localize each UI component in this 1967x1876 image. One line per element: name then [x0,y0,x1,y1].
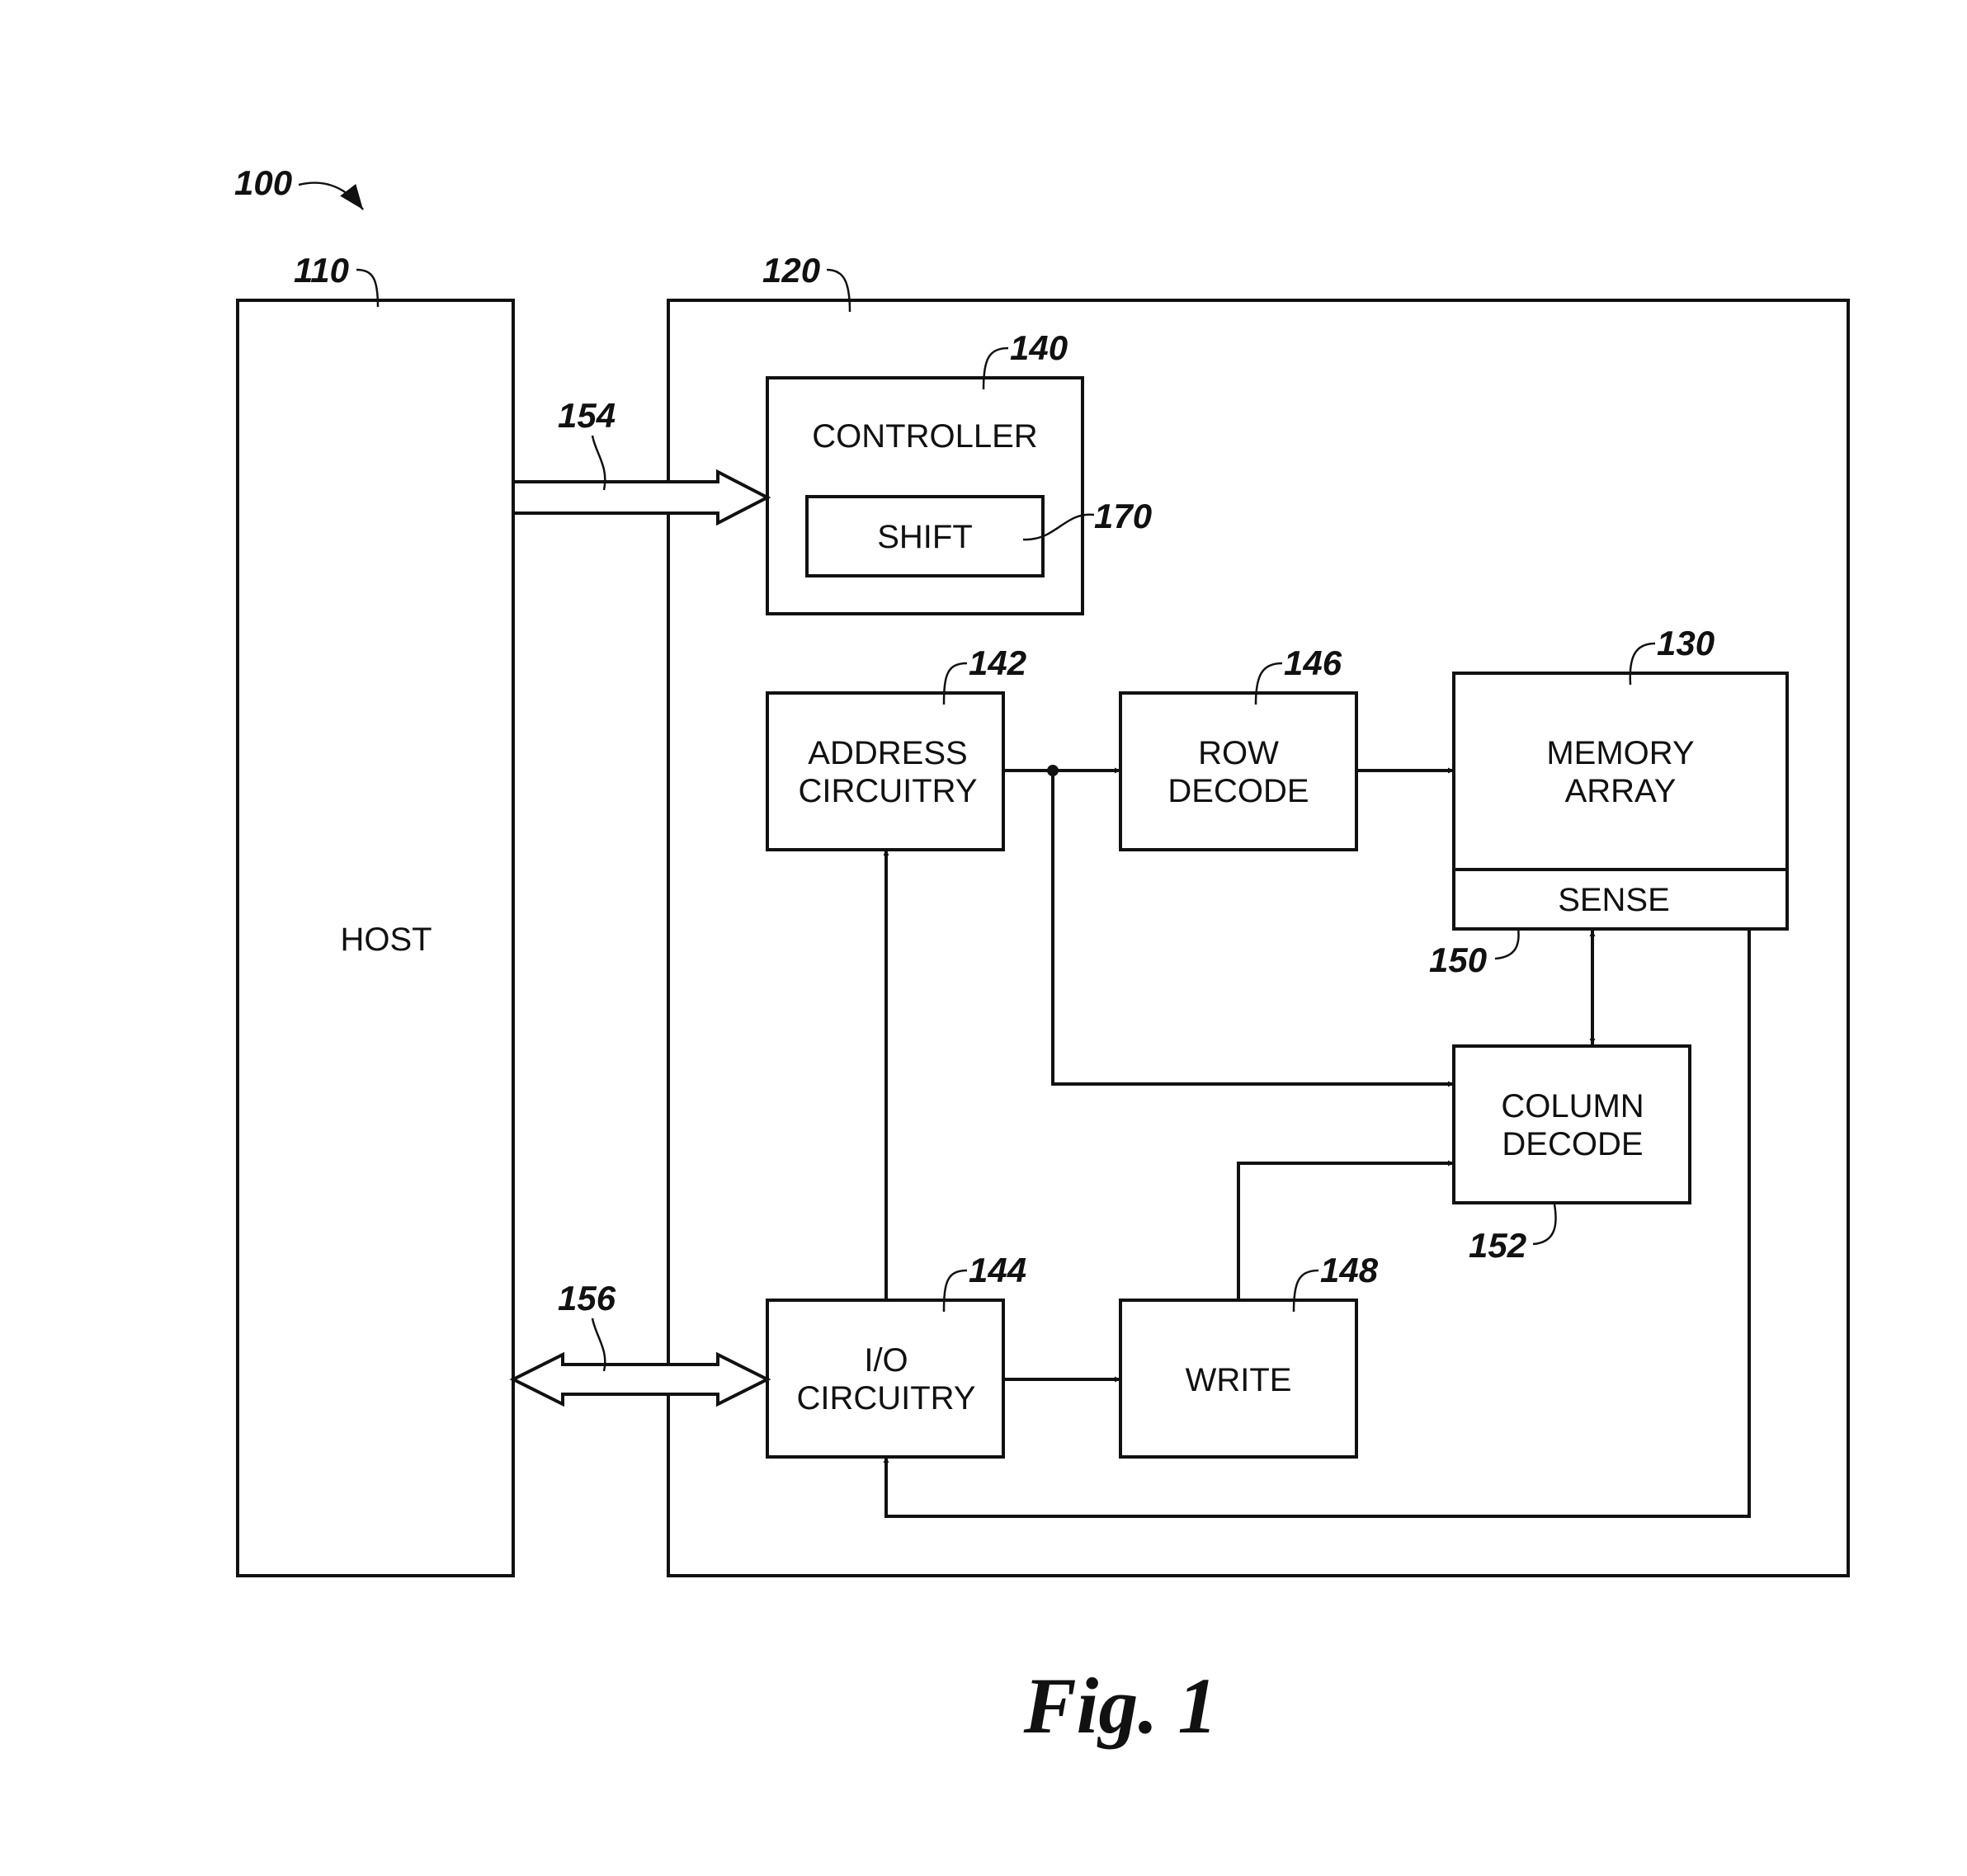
ref-152: 152 [1469,1226,1526,1265]
ref-144-leader [944,1270,967,1312]
address-label-line2: CIRCUITRY [798,773,977,809]
address-to-column-line [1053,771,1454,1084]
sense-label: SENSE [1558,882,1670,918]
host-label: HOST [340,922,432,958]
ref-170: 170 [1094,497,1152,535]
memory-label-line1: MEMORY [1546,735,1694,771]
ref-148-leader [1294,1270,1318,1312]
row-decode-box [1120,693,1356,850]
ref-142-leader [944,663,967,705]
column-decode-block: COLUMN DECODE 152 [1454,1046,1690,1265]
figure-label: Fig. 1 [1023,1662,1218,1750]
address-circuitry-box [767,693,1003,850]
column-decode-box [1454,1046,1690,1203]
control-bus-arrow [513,472,767,523]
ref-110: 110 [294,251,349,290]
ref-100-arrow [299,183,363,210]
memory-label-line2: ARRAY [1565,773,1677,809]
ref-152-leader [1533,1204,1556,1244]
controller-block: CONTROLLER SHIFT 140 170 [767,328,1152,614]
io-circuitry-block: I/O CIRCUITRY 144 [767,1251,1026,1457]
write-block: WRITE 148 [1120,1251,1379,1457]
ref-148: 148 [1320,1251,1379,1289]
ref-142: 142 [969,643,1026,682]
row-label-line2: DECODE [1167,773,1309,809]
system-reference: 100 [234,163,363,210]
data-bus-arrow [513,1355,767,1404]
control-bus-154: 154 [513,396,767,523]
ref-150: 150 [1429,940,1487,979]
write-label: WRITE [1186,1362,1292,1398]
ref-156: 156 [558,1279,616,1317]
ref-150-leader [1495,927,1519,959]
controller-label: CONTROLLER [812,418,1037,455]
ref-140-leader [984,348,1008,389]
io-circuitry-box [767,1300,1003,1457]
io-label-line2: CIRCUITRY [796,1380,975,1416]
column-label-line2: DECODE [1502,1126,1643,1162]
ref-154: 154 [558,396,616,435]
ref-120: 120 [762,251,820,290]
sense-to-io-line [886,929,1749,1516]
memory-array-block: MEMORY ARRAY SENSE 130 150 [1429,624,1787,979]
ref-120-leader [827,270,850,312]
row-label-line1: ROW [1198,735,1279,771]
address-label-line1: ADDRESS [808,735,967,771]
address-circuitry-block: ADDRESS CIRCUITRY 142 [767,643,1026,850]
ref-140: 140 [1010,328,1068,367]
data-bus-156: 156 [513,1279,767,1404]
ref-130-leader [1630,643,1655,685]
ref-146: 146 [1284,643,1342,682]
ref-144: 144 [969,1251,1026,1289]
io-label-line1: I/O [864,1342,908,1379]
column-label-line1: COLUMN [1501,1088,1644,1124]
host-block: HOST 110 [238,251,513,1576]
row-decode-block: ROW DECODE 146 [1120,643,1356,850]
ref-100: 100 [234,163,292,202]
shift-label: SHIFT [877,519,973,555]
ref-130: 130 [1657,624,1715,662]
ref-146-leader [1256,663,1282,705]
